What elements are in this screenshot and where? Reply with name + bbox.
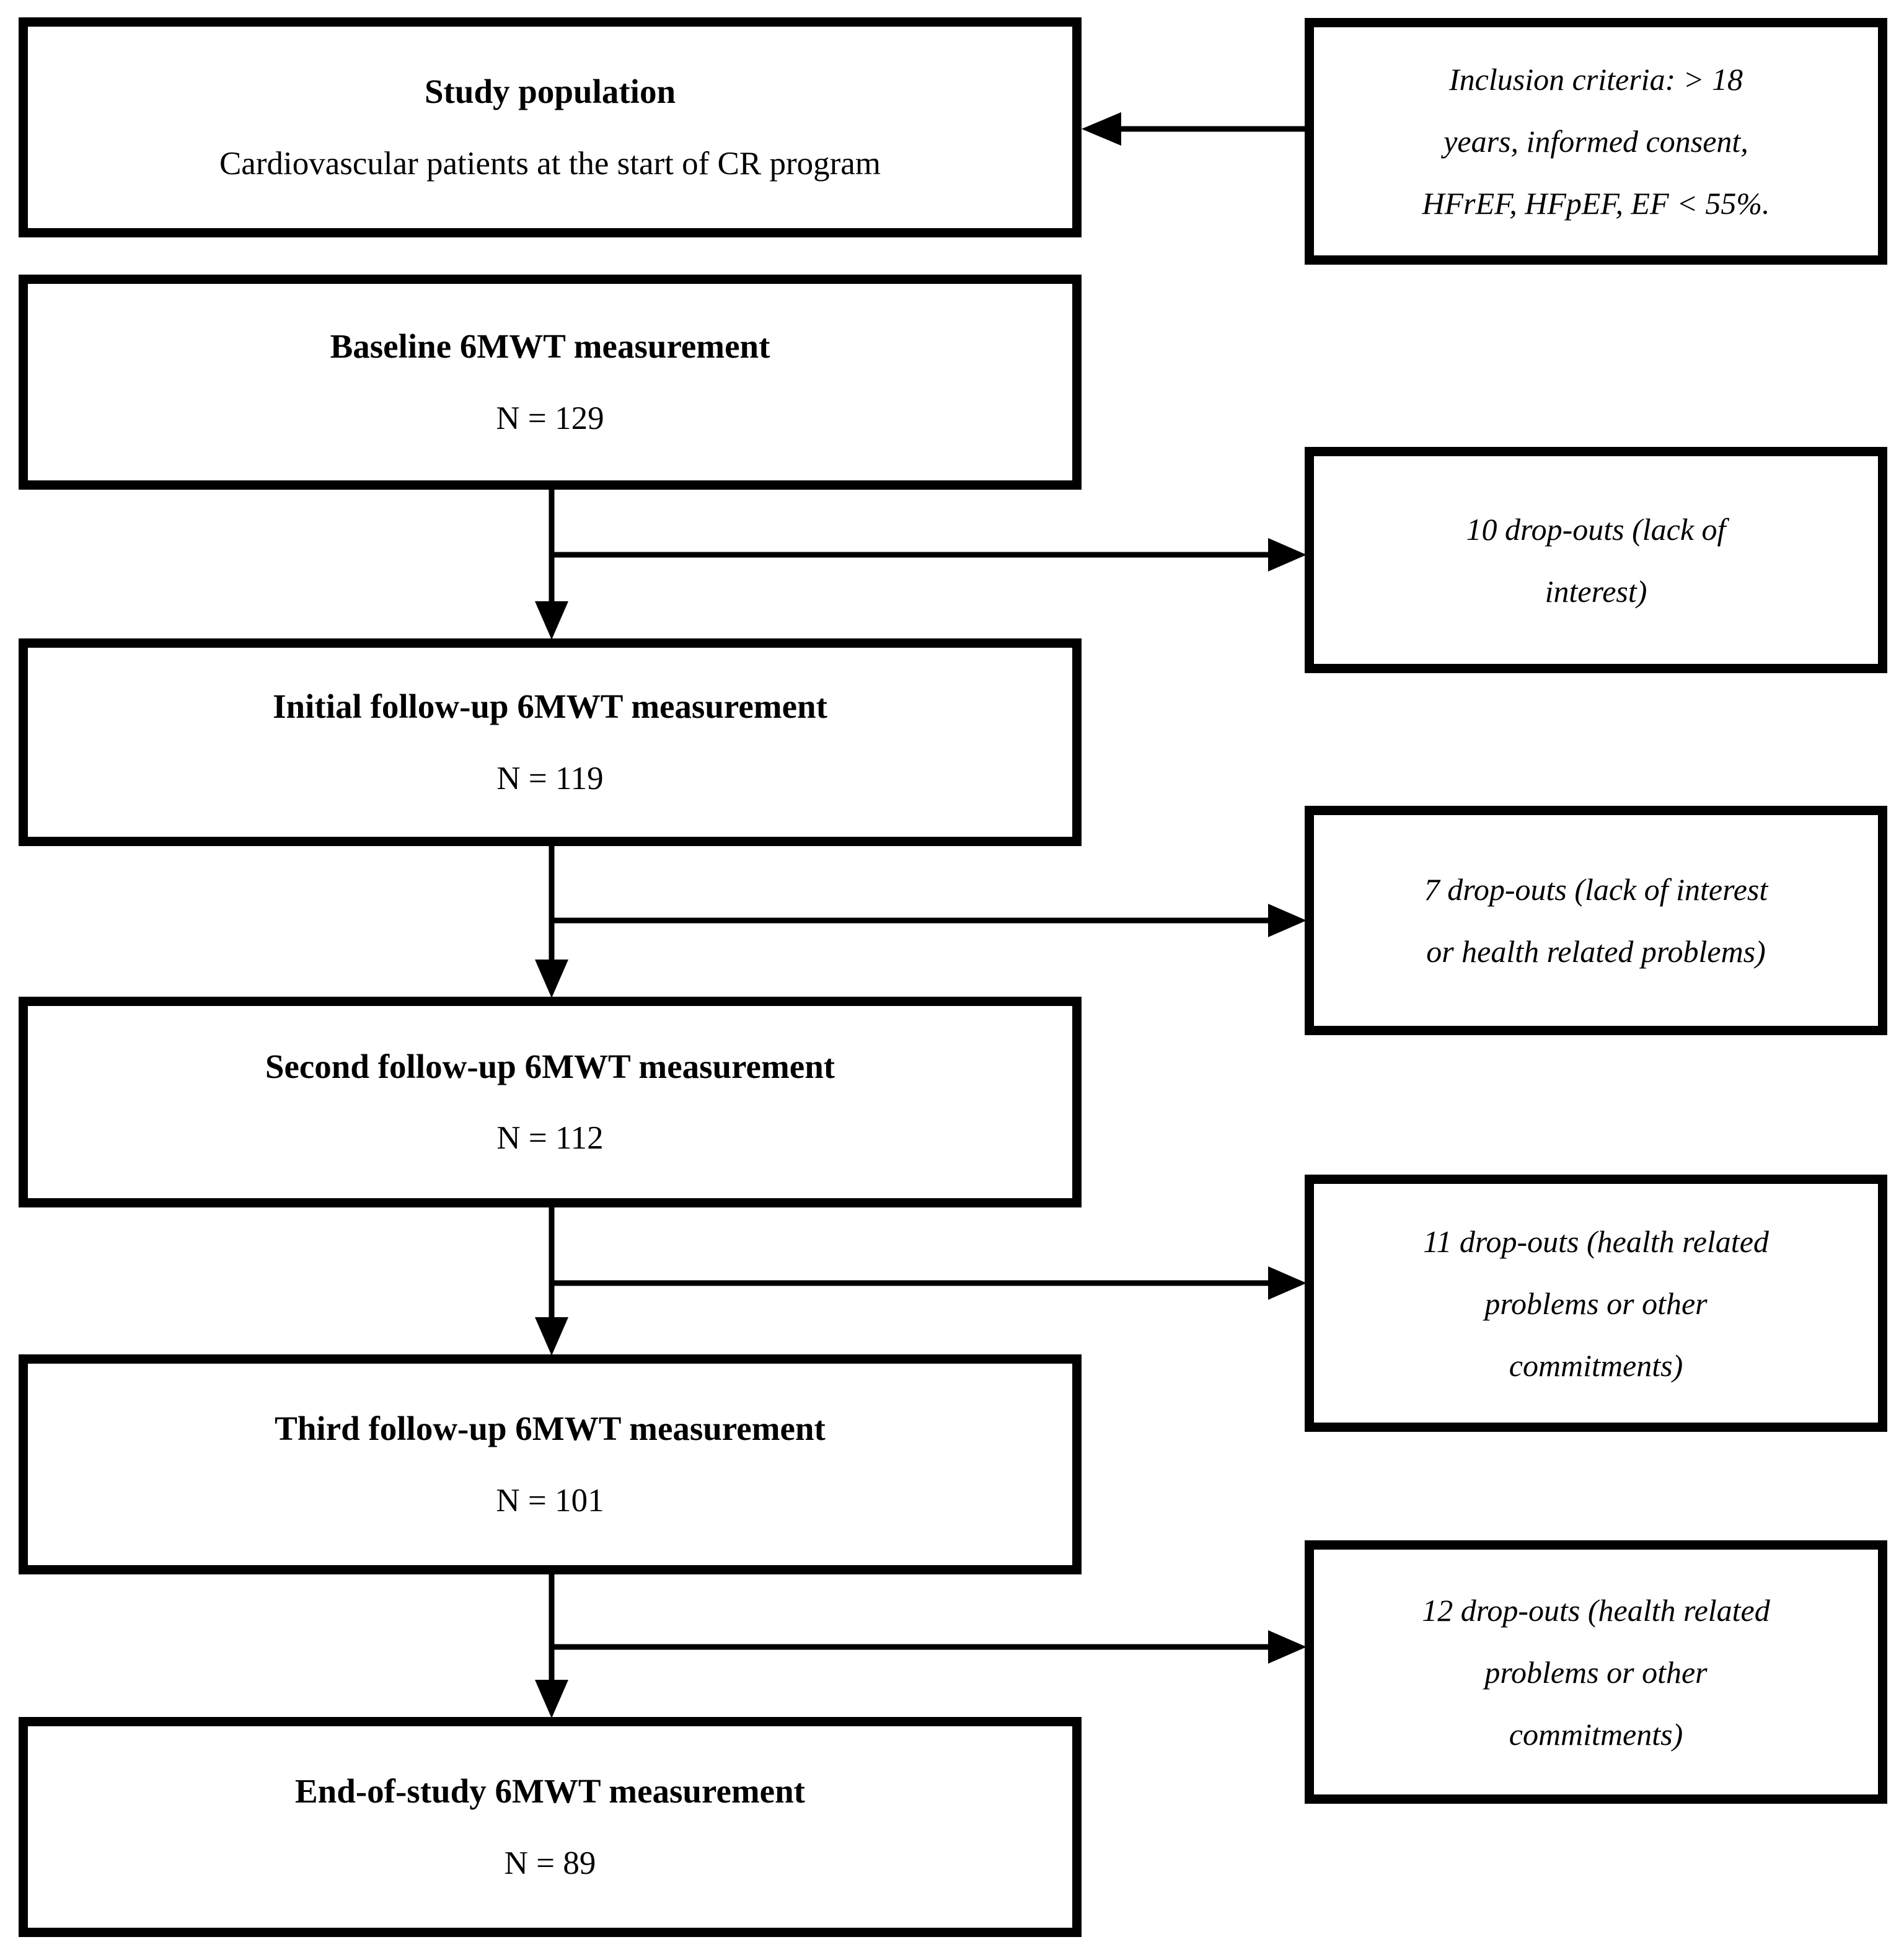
third-followup-6mwt-box: Third follow-up 6MWT measurement N = 101 — [19, 1354, 1082, 1574]
arrow-initial-to-second — [535, 843, 568, 998]
arrow-branch-dropout-10 — [552, 538, 1307, 571]
side-box-line: 11 drop-outs (health related — [1423, 1224, 1769, 1259]
study-population-box: Study population Cardiovascular patients… — [19, 17, 1082, 237]
side-box-line: HFrEF, HFpEF, EF < 55%. — [1422, 186, 1770, 221]
side-box-line: commitments) — [1509, 1716, 1683, 1752]
arrow-branch-dropout-11 — [552, 1266, 1307, 1300]
box-title: Baseline 6MWT measurement — [330, 327, 770, 366]
arrow-second-to-third — [535, 1206, 568, 1356]
baseline-6mwt-box: Baseline 6MWT measurement N = 129 — [19, 275, 1082, 490]
box-title: Initial follow-up 6MWT measurement — [273, 687, 827, 726]
side-box-line: years, informed consent, — [1443, 124, 1748, 159]
side-box-line: 7 drop-outs (lack of interest — [1424, 872, 1768, 907]
box-title: Second follow-up 6MWT measurement — [265, 1047, 835, 1085]
side-box-line: 12 drop-outs (health related — [1422, 1592, 1770, 1628]
side-box-line: problems or other — [1484, 1286, 1708, 1321]
box-n-value: N = 89 — [504, 1845, 596, 1881]
second-followup-6mwt-box: Second follow-up 6MWT measurement N = 11… — [19, 997, 1082, 1207]
box-n-value: N = 119 — [496, 760, 604, 797]
initial-followup-6mwt-box: Initial follow-up 6MWT measurement N = 1… — [19, 638, 1082, 846]
inclusion-criteria-box: Inclusion criteria: > 18 years, informed… — [1305, 18, 1887, 265]
box-n-value: N = 112 — [496, 1120, 604, 1157]
box-subtitle: Cardiovascular patients at the start of … — [219, 145, 881, 182]
dropout-11-box: 11 drop-outs (health related problems or… — [1305, 1175, 1887, 1432]
side-box-line: problems or other — [1484, 1654, 1708, 1690]
side-box-line: Inclusion criteria: > 18 — [1449, 62, 1743, 97]
box-title: End-of-study 6MWT measurement — [295, 1772, 805, 1811]
box-title: Study population — [424, 73, 676, 111]
arrow-baseline-to-initial — [535, 487, 568, 640]
side-box-line: 10 drop-outs (lack of — [1466, 511, 1726, 547]
side-box-line: or health related problems) — [1426, 934, 1766, 969]
dropout-10-box: 10 drop-outs (lack of interest) — [1305, 447, 1887, 673]
box-title: Third follow-up 6MWT measurement — [275, 1410, 826, 1448]
box-n-value: N = 101 — [496, 1482, 604, 1519]
box-n-value: N = 129 — [496, 400, 604, 436]
arrow-third-to-end — [535, 1571, 568, 1718]
arrow-branch-dropout-7 — [552, 904, 1307, 937]
side-box-line: interest) — [1545, 573, 1647, 609]
side-box-line: commitments) — [1509, 1348, 1683, 1383]
dropout-12-box: 12 drop-outs (health related problems or… — [1305, 1540, 1887, 1804]
arrow-inclusion-to-study-population — [1082, 112, 1305, 146]
arrow-branch-dropout-12 — [552, 1630, 1307, 1664]
dropout-7-box: 7 drop-outs (lack of interest or health … — [1305, 806, 1887, 1035]
end-of-study-6mwt-box: End-of-study 6MWT measurement N = 89 — [19, 1717, 1082, 1937]
